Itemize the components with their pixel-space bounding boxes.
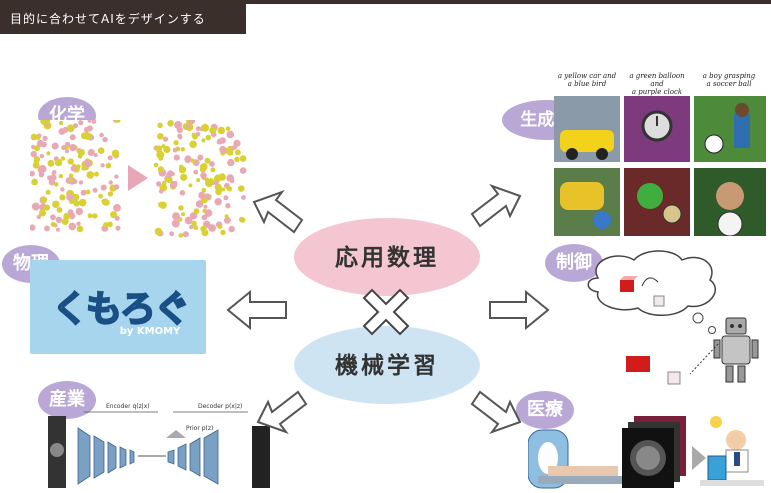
encoder-label: Encoder q(z|x) — [106, 403, 150, 410]
applied-math-label: 応用数理 — [335, 245, 439, 271]
arrow-to-medical-icon — [470, 390, 522, 434]
arrow-to-physics-icon — [226, 290, 287, 330]
physics-logo-card: くもろぐ by KMOMY — [30, 260, 206, 354]
decoder-label: Decoder p(x|z) — [198, 403, 242, 410]
prior-label: Prior p(z) — [186, 425, 213, 432]
arrow-to-control-icon — [489, 290, 550, 330]
physics-logo-text: くもろぐ — [51, 288, 191, 331]
thought-cloud-icon — [587, 250, 717, 316]
machine-learning-ellipse: 機械学習 — [294, 326, 480, 404]
doctor-icon — [700, 416, 764, 486]
machine-learning-label: 機械学習 — [335, 353, 439, 379]
top-bar — [0, 0, 771, 4]
control-label: 制御 — [545, 244, 603, 282]
arrow-to-industry-icon — [256, 390, 308, 434]
robot-icon — [713, 317, 759, 383]
medical-illustration — [528, 416, 764, 489]
molecule-after — [153, 120, 247, 238]
arrow-to-genai-icon — [470, 184, 522, 228]
cross-icon — [362, 288, 410, 336]
industry-vae-diagram: Encoder q(z|x) Decoder p(x|z) Prior p(z) — [48, 403, 270, 488]
medical-label: 医療 — [516, 391, 574, 429]
molecule-before — [30, 120, 122, 233]
arrow-to-chemistry-icon — [252, 190, 304, 234]
genai-caption-2: a green balloon and a purple clock — [629, 72, 685, 96]
chemistry-illustration — [30, 120, 247, 238]
physics-logo-sub: by KMOMY — [119, 326, 181, 337]
genai-caption-1: a yellow car and a blue bird — [557, 72, 617, 88]
chemistry-arrow-icon — [128, 165, 148, 191]
control-illustration — [587, 250, 759, 385]
mri-slices — [622, 416, 686, 488]
genai-image-grid — [554, 96, 766, 236]
genai-caption-3: a boy grasping a soccer ball — [702, 72, 756, 88]
applied-math-ellipse: 応用数理 — [294, 218, 480, 296]
industry-label: 産業 — [38, 381, 96, 419]
header-title: 目的に合わせてAIをデザインする — [0, 4, 246, 34]
